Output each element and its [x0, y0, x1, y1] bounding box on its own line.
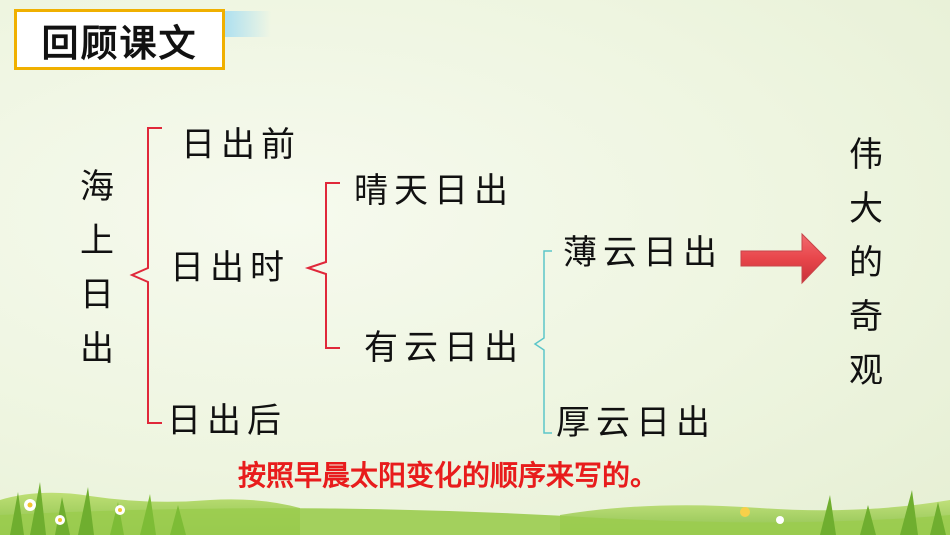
during-bracket — [304, 182, 340, 349]
root-label: 海上日出 — [80, 167, 114, 369]
thick-cloud-sunrise: 厚云日出 — [556, 403, 716, 443]
clear-sunrise: 晴天日出 — [354, 171, 514, 211]
cloudy-bracket — [533, 250, 552, 434]
cloudy-sunrise: 有云日出 — [364, 328, 524, 368]
stage-during: 日出时 — [170, 248, 290, 288]
stage-after: 日出后 — [167, 401, 287, 441]
summary-note: 按照早晨太阳变化的顺序来写的。 — [238, 459, 659, 492]
result-arrow — [740, 232, 827, 285]
conclusion-label: 伟大的奇观 — [849, 135, 883, 391]
section-title: 回顾课文 — [14, 9, 225, 70]
root-bracket — [129, 127, 162, 424]
thin-cloud-sunrise: 薄云日出 — [563, 233, 723, 273]
title-decoration — [225, 11, 271, 37]
stage-before: 日出前 — [181, 125, 301, 165]
